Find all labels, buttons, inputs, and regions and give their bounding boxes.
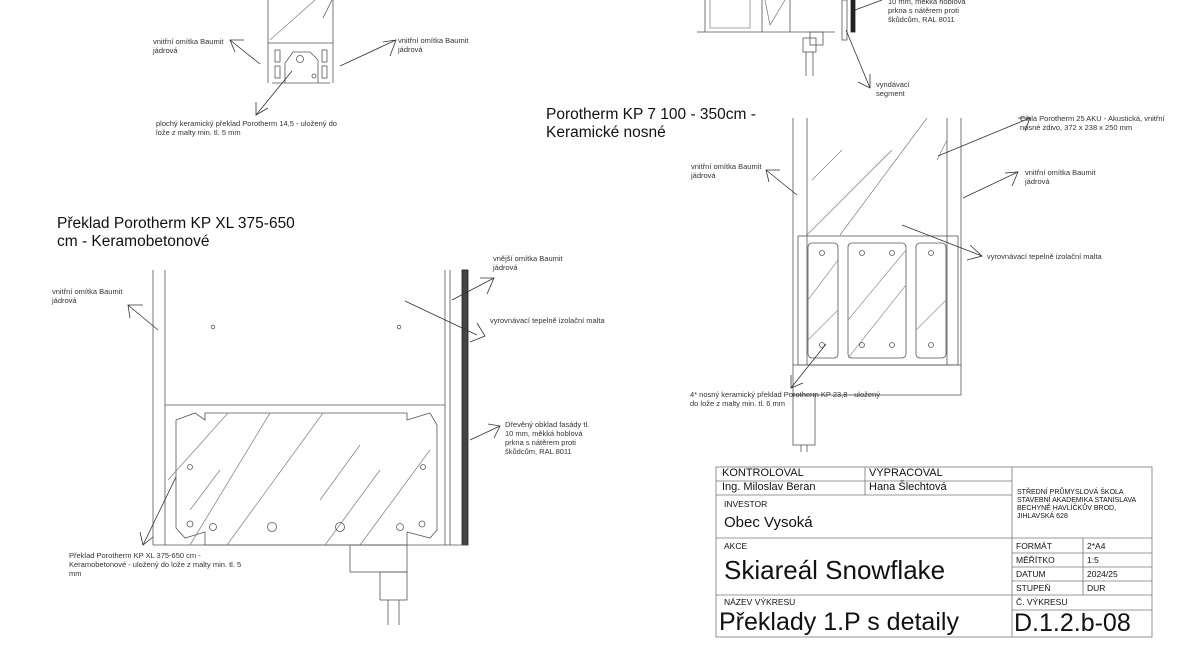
tb-meritko: 1:5 — [1087, 555, 1099, 565]
tb-stupen: DUR — [1087, 583, 1106, 593]
tb-datum: 2024/25 — [1087, 569, 1118, 579]
tb-format: 2*A4 — [1087, 541, 1106, 551]
note-tr-segment: vyndávací segment — [876, 80, 910, 98]
title-block-grid — [715, 466, 1153, 638]
note-inner-plaster-left: vnitřní omítka Baumit jádrová — [153, 37, 224, 55]
note-tr-cladding: 10 mm, měkká hoblová prkna s nátěrem pro… — [888, 0, 966, 24]
tb-format-label: FORMÁT — [1016, 541, 1052, 551]
tb-akce: Skiareál Snowflake — [724, 555, 946, 585]
detail-xl-title: Překlad Porotherm KP XL 375-650 cm - Ker… — [57, 215, 295, 250]
tb-stupen-label: STUPEŇ — [1016, 583, 1051, 593]
tb-datum-label: DATUM — [1016, 569, 1046, 579]
tb-kontroloval: Ing. Miloslav Beran — [722, 481, 816, 493]
note-xl-inner-plaster: vnitřní omítka Baumit jádrová — [52, 287, 123, 305]
detail-kp7-title: Porotherm KP 7 100 - 350cm - Keramické n… — [546, 106, 756, 141]
note-xl-outer-plaster: vnější omítka Baumit jádrová — [493, 254, 563, 272]
tb-nazev: Překlady 1.P s detaily — [719, 608, 959, 636]
tb-meritko-label: MĚŘÍTKO — [1016, 555, 1055, 565]
detail-top-right-drawing — [697, 0, 883, 89]
note-kp7-inner-left: vnitřní omítka Baumit jádrová — [691, 162, 762, 180]
note-inner-plaster-right: vnitřní omítka Baumit jádrová — [398, 36, 469, 54]
tb-vypracoval-label: VYPRACOVAL — [869, 467, 943, 479]
tb-school: STŘEDNÍ PRŮMYSLOVÁ ŠKOLA STAVEBNÍ AKADEM… — [1017, 489, 1137, 520]
tb-nazev-label: NÁZEV VÝKRESU — [724, 597, 796, 607]
detail-kp7-drawing — [765, 117, 1031, 452]
detail-xl-drawing — [127, 269, 501, 625]
tb-cislo-label: Č. VÝKRESU — [1016, 597, 1068, 607]
note-kp7-mortar: vyrovnávací tepelně izolační malta — [987, 252, 1102, 261]
detail-top-left-drawing — [229, 0, 397, 116]
note-kp7-lintel: 4* nosný keramický překlad Porotherm KP … — [690, 390, 880, 408]
tb-kontroloval-label: KONTROLOVAL — [722, 467, 804, 479]
note-xl-mortar: vyrovnávací tepelně izolační malta — [490, 316, 605, 325]
note-xl-lintel: Překlad Porotherm KP XL 375-650 cm - Ker… — [69, 551, 242, 578]
tb-cislo: D.1.2.b-08 — [1014, 609, 1131, 637]
note-flat-lintel: plochý keramický překlad Porotherm 14,5 … — [156, 119, 337, 137]
note-kp7-inner-right: vnitřní omítka Baumit jádrová — [1025, 168, 1096, 186]
note-kp7-brick: Cihla Porotherm 25 AKU - Akustická, vnit… — [1020, 114, 1165, 132]
tb-akce-label: AKCE — [724, 541, 748, 551]
tb-investor: Obec Vysoká — [724, 514, 813, 531]
tb-vypracoval: Hana Šlechtová — [869, 481, 947, 493]
tb-investor-label: INVESTOR — [724, 499, 768, 509]
note-xl-cladding: Dřevěný obklad fasády tl. 10 mm, měkká h… — [505, 420, 590, 456]
